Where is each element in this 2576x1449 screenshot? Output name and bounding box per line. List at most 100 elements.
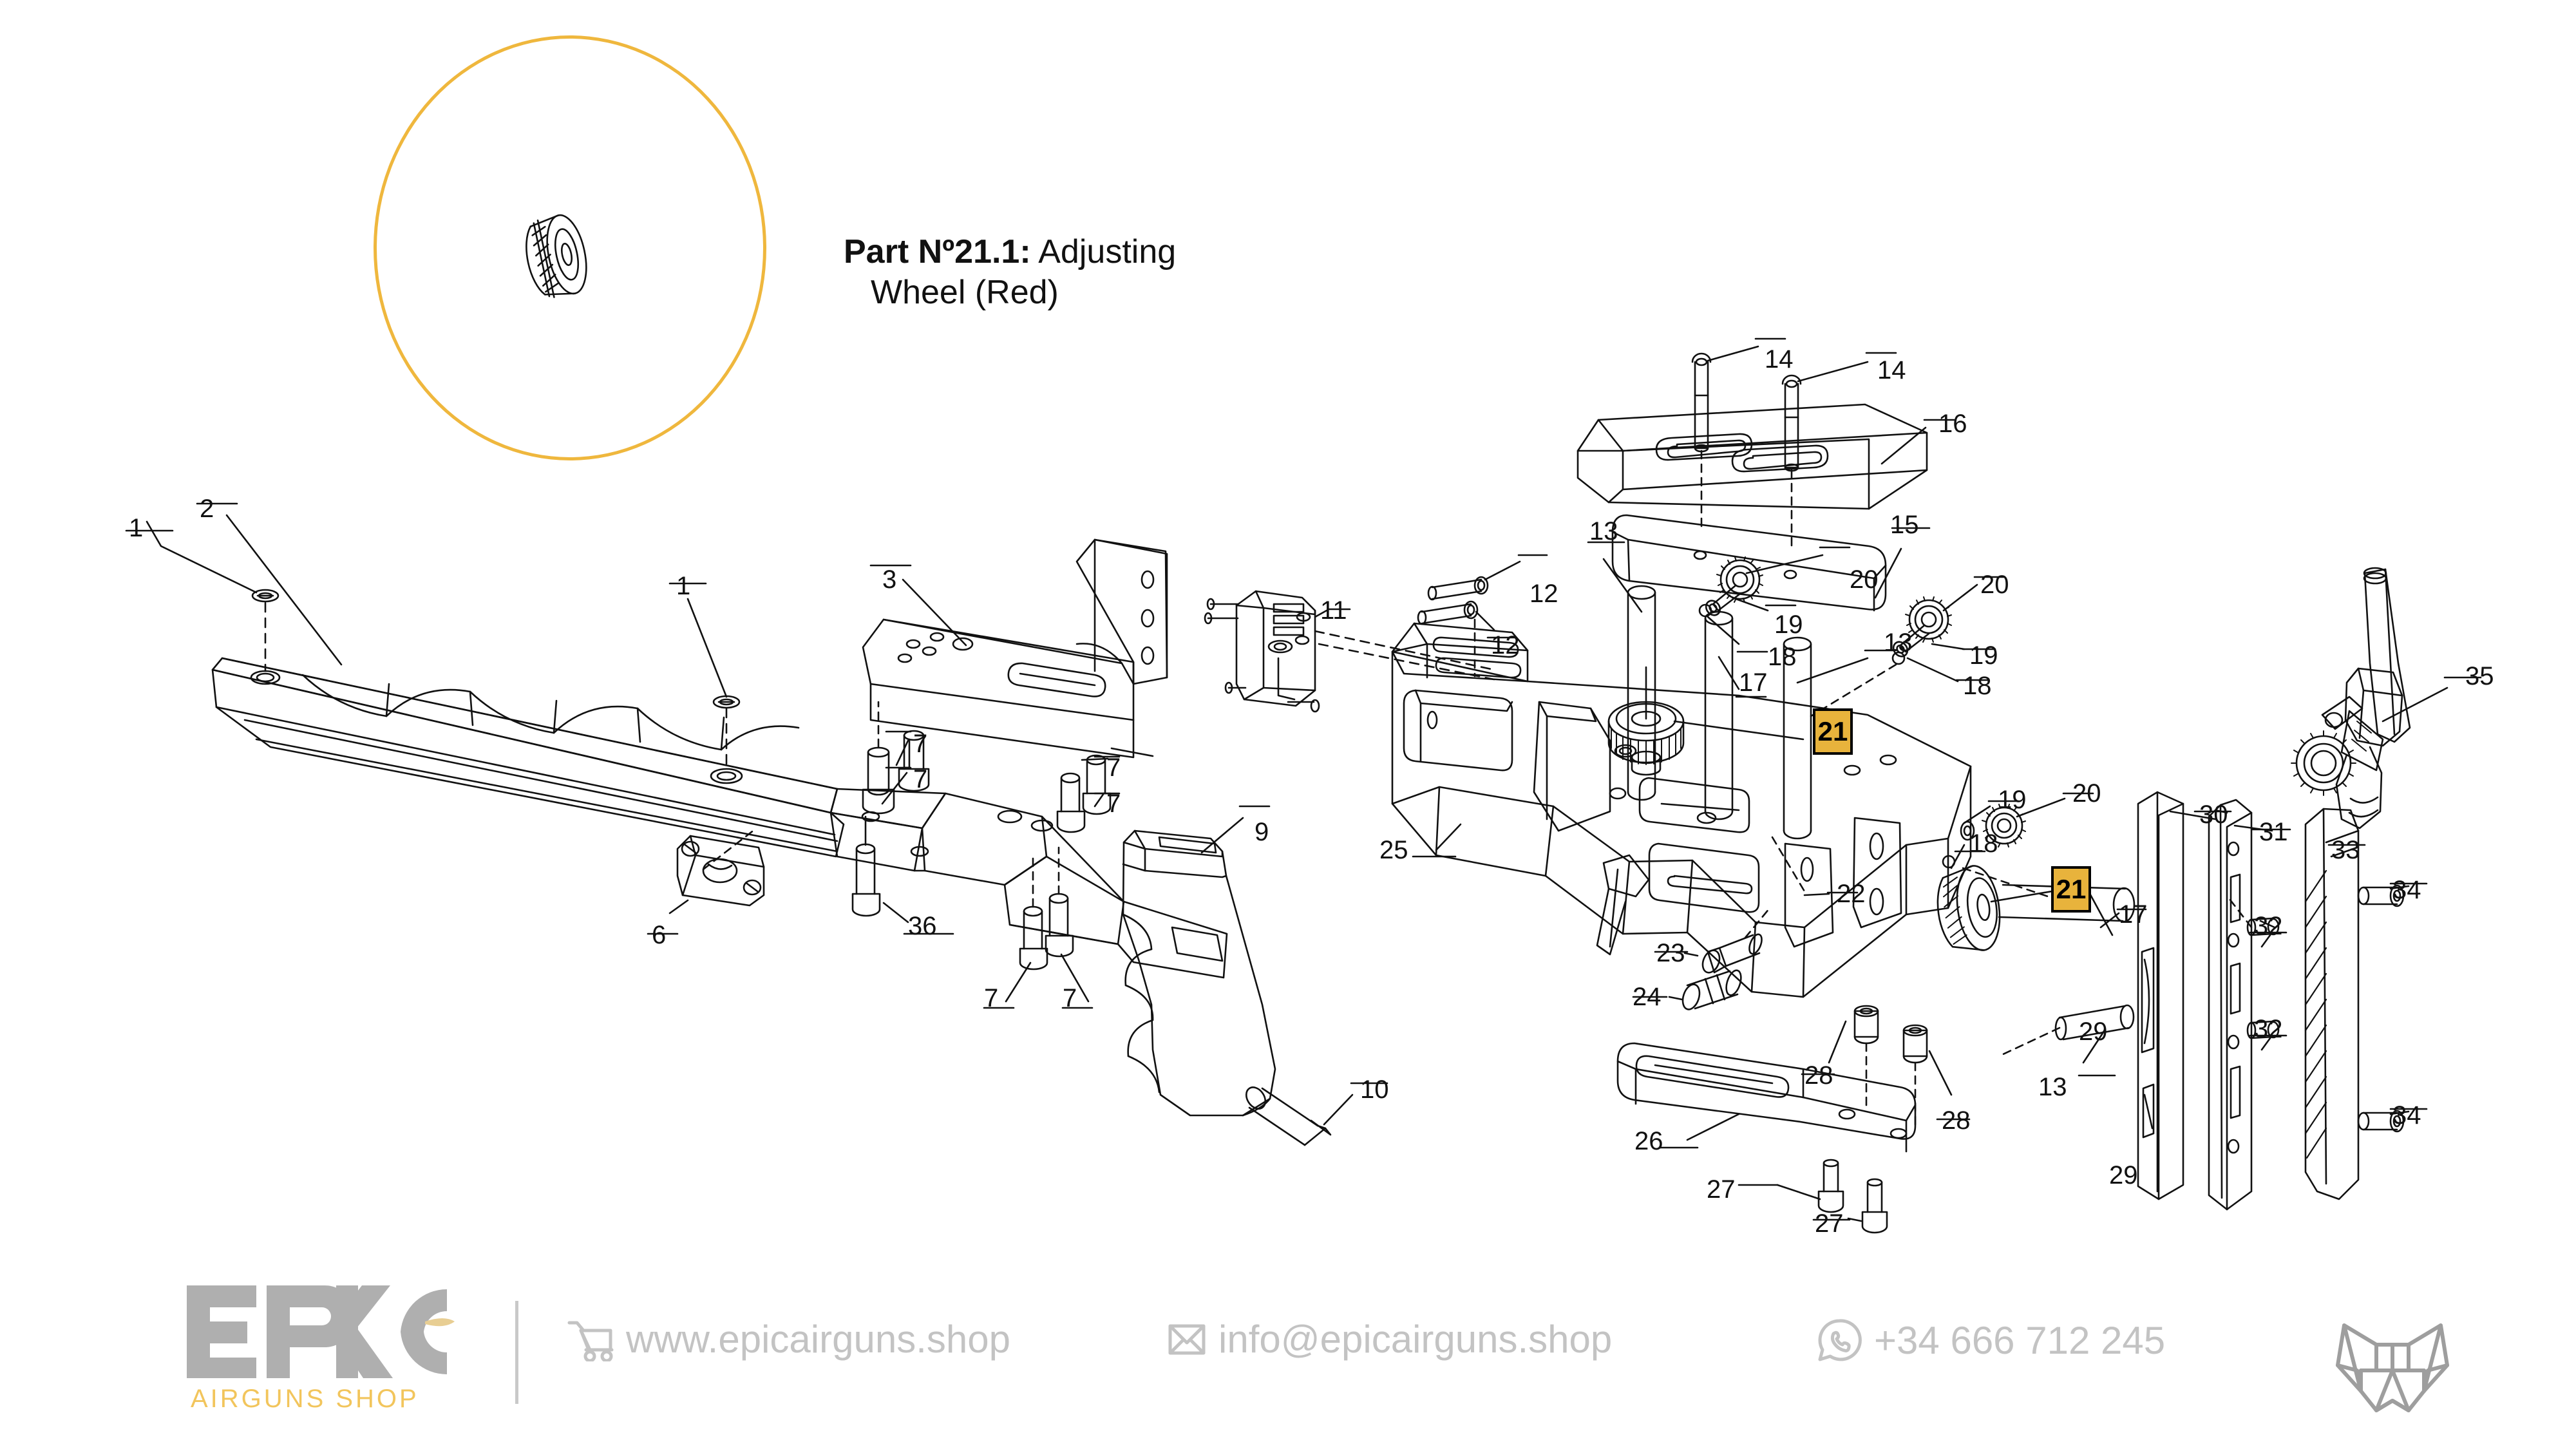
callout-number-28: 28 [1804,1061,1833,1090]
callout-number-7: 7 [1106,753,1121,782]
callout-number-29: 29 [2079,1018,2108,1046]
wheel-20-lower [1982,804,2025,847]
plate-30 [2138,792,2183,1199]
callout-number-14: 14 [1877,356,1906,384]
highlight-badge-21: 21 [1813,708,1853,755]
wolf-head-logo [2318,1307,2467,1420]
screw-23 [1700,933,1764,975]
screw-24 [1680,969,1743,1012]
part-title-name-line2: Wheel (Red) [871,274,1059,312]
callout-number-34: 34 [2392,876,2421,904]
screw-10 [1242,1084,1331,1145]
footer-divider [515,1301,518,1404]
callout-number-28: 28 [1942,1106,1971,1135]
callout-number-22: 22 [1837,880,1866,908]
callout-number-17: 17 [2119,900,2148,929]
screw-34-b [2358,1111,2403,1132]
contact-website[interactable]: www.epicairguns.shop [567,1317,1010,1361]
contact-website-text: www.epicairguns.shop [626,1318,1010,1361]
callout-number-29: 29 [2109,1161,2138,1189]
part-title-label: Part Nº21.1: [844,233,1031,270]
callout-number-16: 16 [1938,410,1967,438]
forearm-rail [213,658,844,857]
wheel-21-lower [1933,863,2005,956]
callout-number-31: 31 [2259,818,2288,846]
screw-1-mid [714,696,739,708]
trigger-unit-11 [1205,591,1319,712]
callout-number-23: 23 [1656,939,1685,967]
callout-number-13: 13 [1589,517,1618,545]
callout-number-9: 9 [1255,818,1269,846]
contact-phone[interactable]: +34 666 712 245 [1816,1317,2165,1363]
screw-7-c [1057,773,1084,832]
callout-number-19: 19 [1774,611,1803,639]
callout-number-6: 6 [652,921,667,949]
cheek-riser-16 [1578,404,1927,509]
callout-number-7: 7 [1106,790,1121,818]
callout-number-20: 20 [1850,565,1879,594]
envelope-icon [1167,1321,1207,1358]
callout-number-20: 20 [1980,571,2009,599]
callout-number-7: 7 [913,730,928,758]
post-13-left [1628,586,1655,800]
callout-number-19: 19 [1998,786,2027,814]
screw-14-b [1783,375,1801,471]
callout-number-15: 15 [1890,511,1919,539]
part-title: Part Nº21.1: Adjusting Wheel (Red) [844,232,1333,314]
pin-12-a [1428,577,1488,600]
screw-34-a [2358,886,2403,906]
post-17 [1705,612,1732,819]
screw-27-a [1819,1160,1843,1212]
epic-wordmark [187,1282,464,1378]
wolf-head-icon [2336,1323,2449,1412]
callout-number-1: 1 [676,572,691,600]
clamp-6 [677,836,764,905]
bolt-handle-35 [2291,568,2410,828]
callout-number-36: 36 [908,912,937,940]
callout-number-34: 34 [2392,1101,2421,1130]
whatsapp-icon [1816,1317,1862,1363]
screw-1-front [252,590,278,601]
epic-logo-icon [187,1285,455,1378]
bushing-28-a [1855,1006,1878,1043]
callout-number-18: 18 [1768,643,1797,671]
callout-number-20: 20 [2072,779,2101,808]
callout-number-32: 32 [2254,912,2283,940]
callout-number-2: 2 [200,495,214,523]
callout-number-26: 26 [1634,1127,1663,1155]
callout-number-19: 19 [1969,641,1998,670]
callout-number-27: 27 [1707,1175,1736,1204]
callout-number-25: 25 [1379,836,1408,864]
screw-7-a [863,748,894,813]
brand-tagline: AIRGUNS SHOP [191,1385,419,1413]
shopping-cart-icon [567,1318,614,1361]
part-title-name-line1: Adjusting [1038,233,1177,270]
screw-7-b [899,731,929,791]
callout-number-7: 7 [984,984,999,1012]
upper-receiver-3 [863,540,1167,757]
contact-phone-text: +34 666 712 245 [1874,1318,2166,1362]
callout-number-18: 18 [1963,672,1992,700]
page-footer: AIRGUNS SHOP www.epicairguns.shop [0,1262,2576,1449]
contact-email[interactable]: info@epicairguns.shop [1167,1317,1612,1361]
wheel-20-a [1703,557,1763,618]
screw-7-f [1046,894,1073,956]
pin-32-b [2248,1021,2278,1038]
callout-number-12: 12 [1530,580,1558,608]
callout-number-3: 3 [882,565,897,594]
callout-number-32: 32 [2254,1015,2283,1043]
butt-pad-33 [2306,809,2358,1199]
callout-number-27: 27 [1815,1209,1844,1238]
wheel-21-upper [1609,667,1683,775]
callout-number-10: 10 [1360,1075,1389,1104]
callout-number-35: 35 [2465,662,2494,690]
plate-31 [2209,800,2251,1209]
callout-number-7: 7 [913,765,928,793]
callout-number-33: 33 [2331,836,2360,864]
main-chassis-25 [1392,623,1971,997]
receiver-block [831,789,1227,978]
screw-7-e [1020,907,1047,969]
trigger-guard-26 [1618,1043,1915,1151]
